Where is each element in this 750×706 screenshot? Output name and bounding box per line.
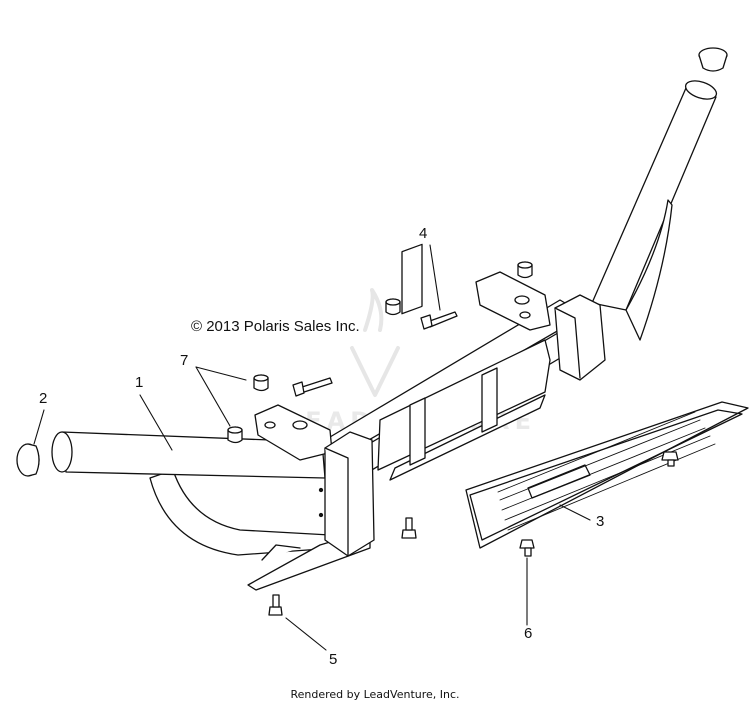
callout-1: 1 <box>135 374 144 391</box>
callout-5: 5 <box>329 651 338 668</box>
nut-item-7-lower <box>227 426 243 444</box>
callout-6: 6 <box>524 625 533 642</box>
nut-top-right <box>517 261 533 279</box>
callout-2: 2 <box>39 390 48 407</box>
callout-7: 7 <box>180 352 189 369</box>
watermark-logo <box>350 288 400 397</box>
grille-plate <box>465 401 749 549</box>
callout-3: 3 <box>596 513 605 530</box>
bolt-right <box>661 451 679 467</box>
lower-support-tube <box>149 469 336 556</box>
end-cap-top <box>698 47 728 72</box>
nut-top-center <box>385 298 401 316</box>
tube-rear-right <box>591 80 718 341</box>
right-bracket <box>475 271 551 331</box>
end-cap-item-2 <box>16 443 40 477</box>
right-end-block <box>554 294 606 381</box>
bolt-mid <box>292 377 333 397</box>
footer-credit: Rendered by LeadVenture, Inc. <box>290 688 460 701</box>
leader-lines <box>33 244 591 651</box>
nut-item-7-upper <box>253 374 269 392</box>
bolt-item-6 <box>519 539 535 557</box>
callout-4: 4 <box>419 225 428 242</box>
mid-frame <box>377 243 551 481</box>
bolt-lower-mid <box>401 517 417 539</box>
bolt-item-4 <box>420 311 458 330</box>
left-end-block <box>318 431 375 557</box>
bolt-item-5 <box>268 594 283 616</box>
copyright-text: © 2013 Polaris Sales Inc. <box>191 318 360 335</box>
